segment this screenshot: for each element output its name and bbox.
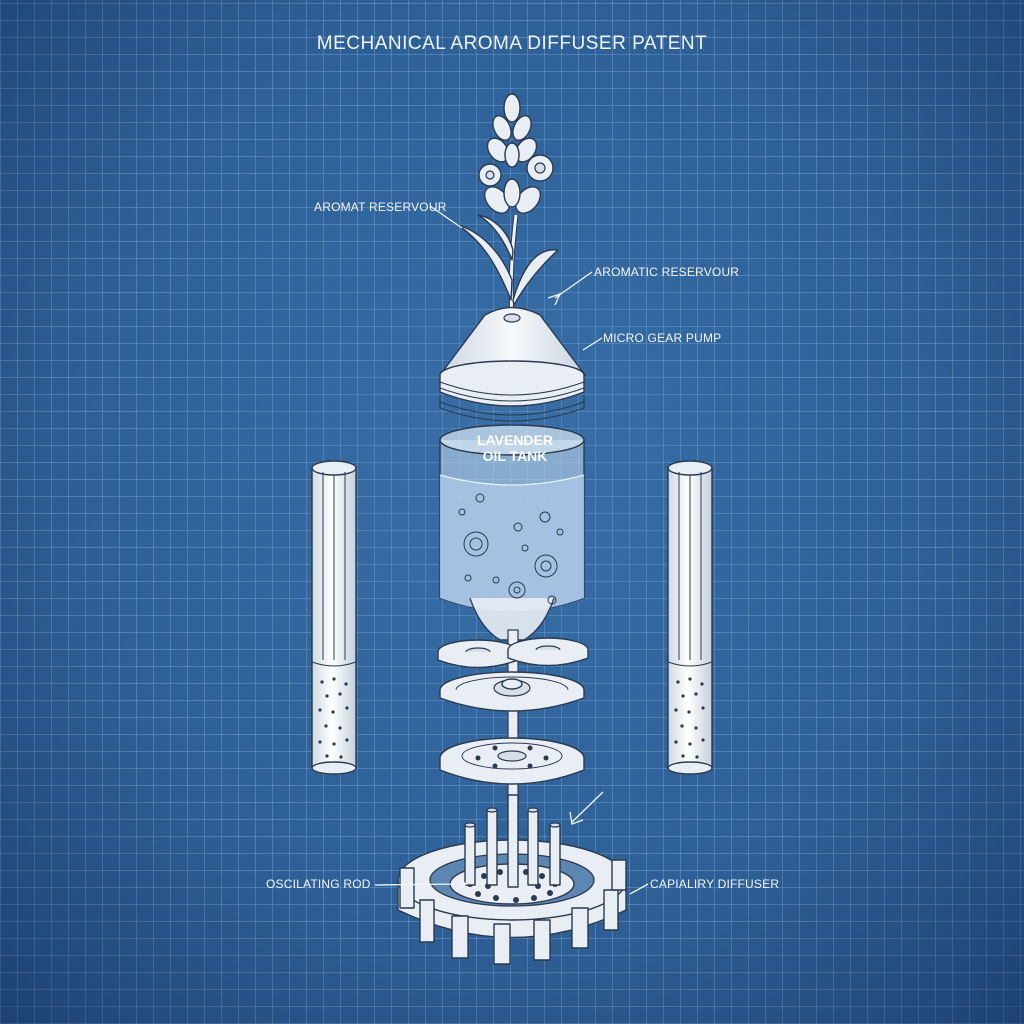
label-micro-gear-pump: MICRO GEAR PUMP	[603, 331, 722, 345]
right-cylinder-rod	[667, 460, 713, 775]
upper-gear-pair	[437, 637, 589, 669]
label-lavender-oil-tank: LAVENDER OIL TANK	[455, 432, 575, 464]
middle-gear-disk	[439, 671, 585, 712]
flower-gear-left	[478, 163, 502, 187]
label-capillary-diffuser: CAPIALIRY DIFFUSER	[650, 877, 780, 891]
right-rod-pores	[674, 677, 705, 759]
lavender-oil-tank	[439, 424, 585, 641]
left-rod-pores	[318, 677, 349, 759]
label-aromat-reservour: AROMAT RESERVOUR	[314, 200, 447, 214]
label-oscillating-rod: OSCILATING ROD	[266, 877, 371, 891]
lower-gear-holes	[475, 745, 549, 769]
diagram-title: MECHANICAL AROMA DIFFUSER PATENT	[316, 33, 708, 54]
flower-gear-right	[526, 154, 554, 182]
left-cylinder-rod	[311, 460, 357, 775]
lavender-flower	[457, 93, 559, 321]
base-gear-teeth	[399, 859, 627, 965]
diffuser-plate-holes	[467, 869, 558, 903]
conical-cap	[438, 306, 587, 422]
leader-lines	[374, 205, 649, 895]
tank-bubbles	[458, 493, 564, 605]
tank-label-line1: LAVENDER	[477, 432, 553, 448]
capillary-rods	[464, 794, 561, 888]
lower-gear	[439, 737, 585, 785]
tank-label-line2: OIL TANK	[482, 448, 548, 464]
label-aromatic-reservoir: AROMATIC RESERVOUR	[594, 265, 740, 279]
